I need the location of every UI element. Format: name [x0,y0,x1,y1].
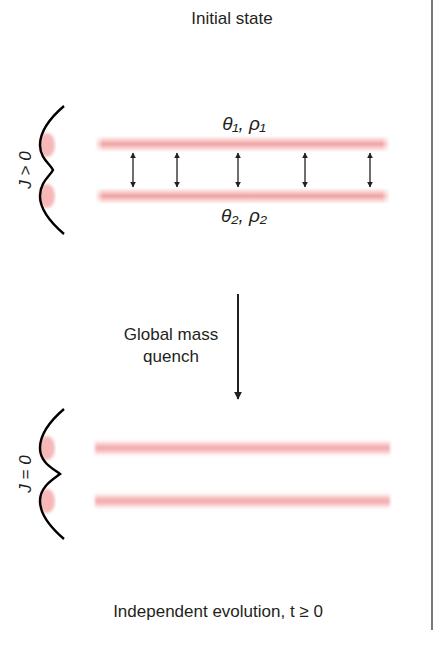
tunnel-coupling-arrow [132,153,133,187]
coupling-label: J = 0 [15,455,37,492]
condensate-band [95,440,390,456]
band-shape [95,188,390,204]
condensate-band: θ₂, ρ₂ [95,188,390,228]
caption-text: Global mass quench [115,324,227,368]
band-label: θ₁, ρ₁ [98,112,390,136]
frame-line [431,0,432,630]
caption-text: Initial state [191,8,272,30]
double-well-potential [40,409,64,539]
tunnel-coupling-arrow [176,153,177,187]
double-well-potential [40,106,64,234]
band-label: θ₂, ρ₂ [98,204,390,228]
coupling-label: J > 0 [15,151,37,188]
caption-text: Independent evolution, t ≥ 0 [113,601,323,623]
band-shape [95,136,390,152]
tunnel-coupling-arrow [237,153,238,187]
tunnel-coupling-arrow [369,153,370,187]
tunnel-coupling-arrow [304,153,305,187]
condensate-band [95,493,390,509]
condensate-band: θ₁, ρ₁ [95,112,390,152]
quench-arrow [237,294,239,399]
